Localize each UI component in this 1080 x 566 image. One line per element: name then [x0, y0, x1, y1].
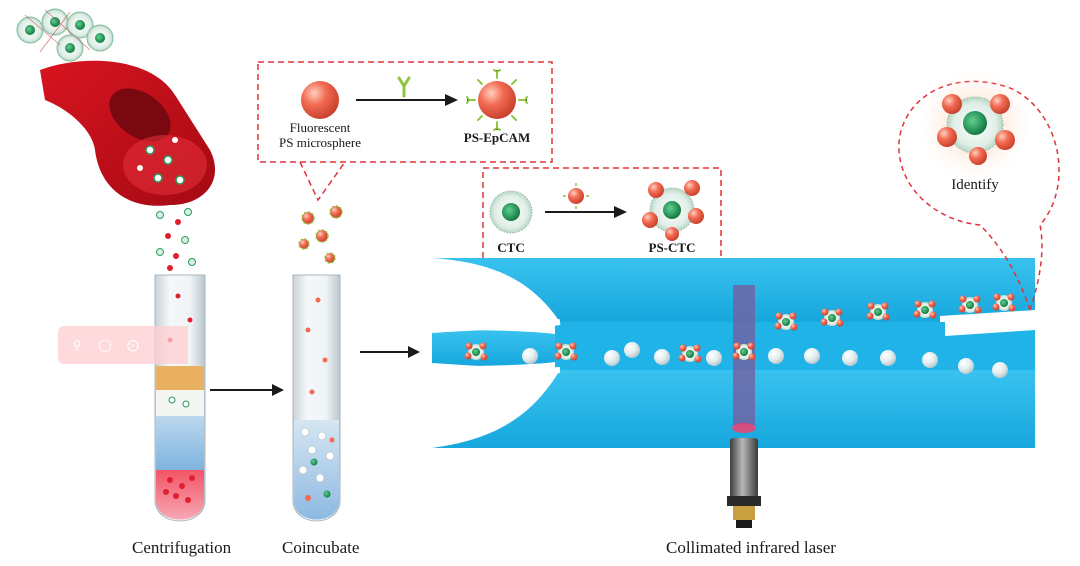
- label-fluorescent-ps: Fluorescent PS microsphere: [279, 120, 361, 150]
- ps-microsphere: [804, 348, 820, 364]
- centrifuge-tube: [154, 274, 206, 522]
- ps-microsphere: [992, 362, 1008, 378]
- ps-ctc-particle: [820, 308, 844, 327]
- label-ctc: CTC: [497, 240, 525, 255]
- ps-microsphere: [654, 349, 670, 365]
- ps-ctc-particle: [774, 312, 798, 331]
- chat-icon[interactable]: ◯: [98, 338, 112, 352]
- antibody-icon: [397, 76, 411, 98]
- ps-microsphere: [706, 350, 722, 366]
- falling-cells: [156, 208, 196, 271]
- falling-ps-epcam: [298, 205, 343, 264]
- identify-callout: [898, 70, 1060, 311]
- label-ps-ctc: PS-CTC: [648, 240, 696, 255]
- ps-ctc-particle: [992, 293, 1016, 312]
- arrow-coincubate-to-chip: [360, 346, 420, 358]
- image-overlay-toolbar: ⚲ ◯ ⨀: [58, 326, 188, 364]
- ps-ctc-particle: [732, 342, 756, 361]
- ps-ctc-particle: [554, 342, 578, 361]
- ps-ctc-cell: [642, 180, 704, 241]
- label-centrifugation: Centrifugation: [132, 538, 232, 557]
- label-ps-epcam: PS-EpCAM: [463, 130, 531, 145]
- coincubate-tube: [292, 274, 341, 522]
- search-icon[interactable]: ⚲: [72, 338, 82, 352]
- ps-ctc-particle: [958, 295, 982, 314]
- channel-particles: [464, 293, 1016, 378]
- ps-microsphere: [880, 350, 896, 366]
- ctc-cell: [489, 190, 533, 234]
- ps-microsphere: [604, 350, 620, 366]
- ps-epcam-sphere: [466, 69, 528, 131]
- ctc-cluster: [16, 8, 114, 62]
- arrow-centrifuge-to-coincubate: [210, 384, 284, 396]
- small-ps-epcam: [563, 183, 589, 209]
- scan-icon[interactable]: ⨀: [127, 338, 139, 352]
- label-identify: Identify: [951, 177, 999, 193]
- ps-ctc-particle: [678, 344, 702, 363]
- ps-microsphere: [301, 81, 339, 119]
- ps-microsphere: [922, 352, 938, 368]
- ps-microsphere: [768, 348, 784, 364]
- ps-microsphere: [958, 358, 974, 374]
- ps-microsphere: [522, 348, 538, 364]
- label-collimated-laser: Collimated infrared laser: [666, 538, 836, 557]
- blood-vessel: [40, 60, 216, 206]
- label-coincubate: Coincubate: [282, 538, 360, 557]
- laser-objective: [727, 438, 761, 528]
- ps-microsphere: [842, 350, 858, 366]
- identified-ps-ctc: [937, 94, 1015, 165]
- ps-ctc-particle: [866, 302, 890, 321]
- ps-ctc-particle: [913, 300, 937, 319]
- ps-epcam-box: [257, 61, 553, 202]
- ps-ctc-particle: [464, 342, 488, 361]
- ps-microsphere: [624, 342, 640, 358]
